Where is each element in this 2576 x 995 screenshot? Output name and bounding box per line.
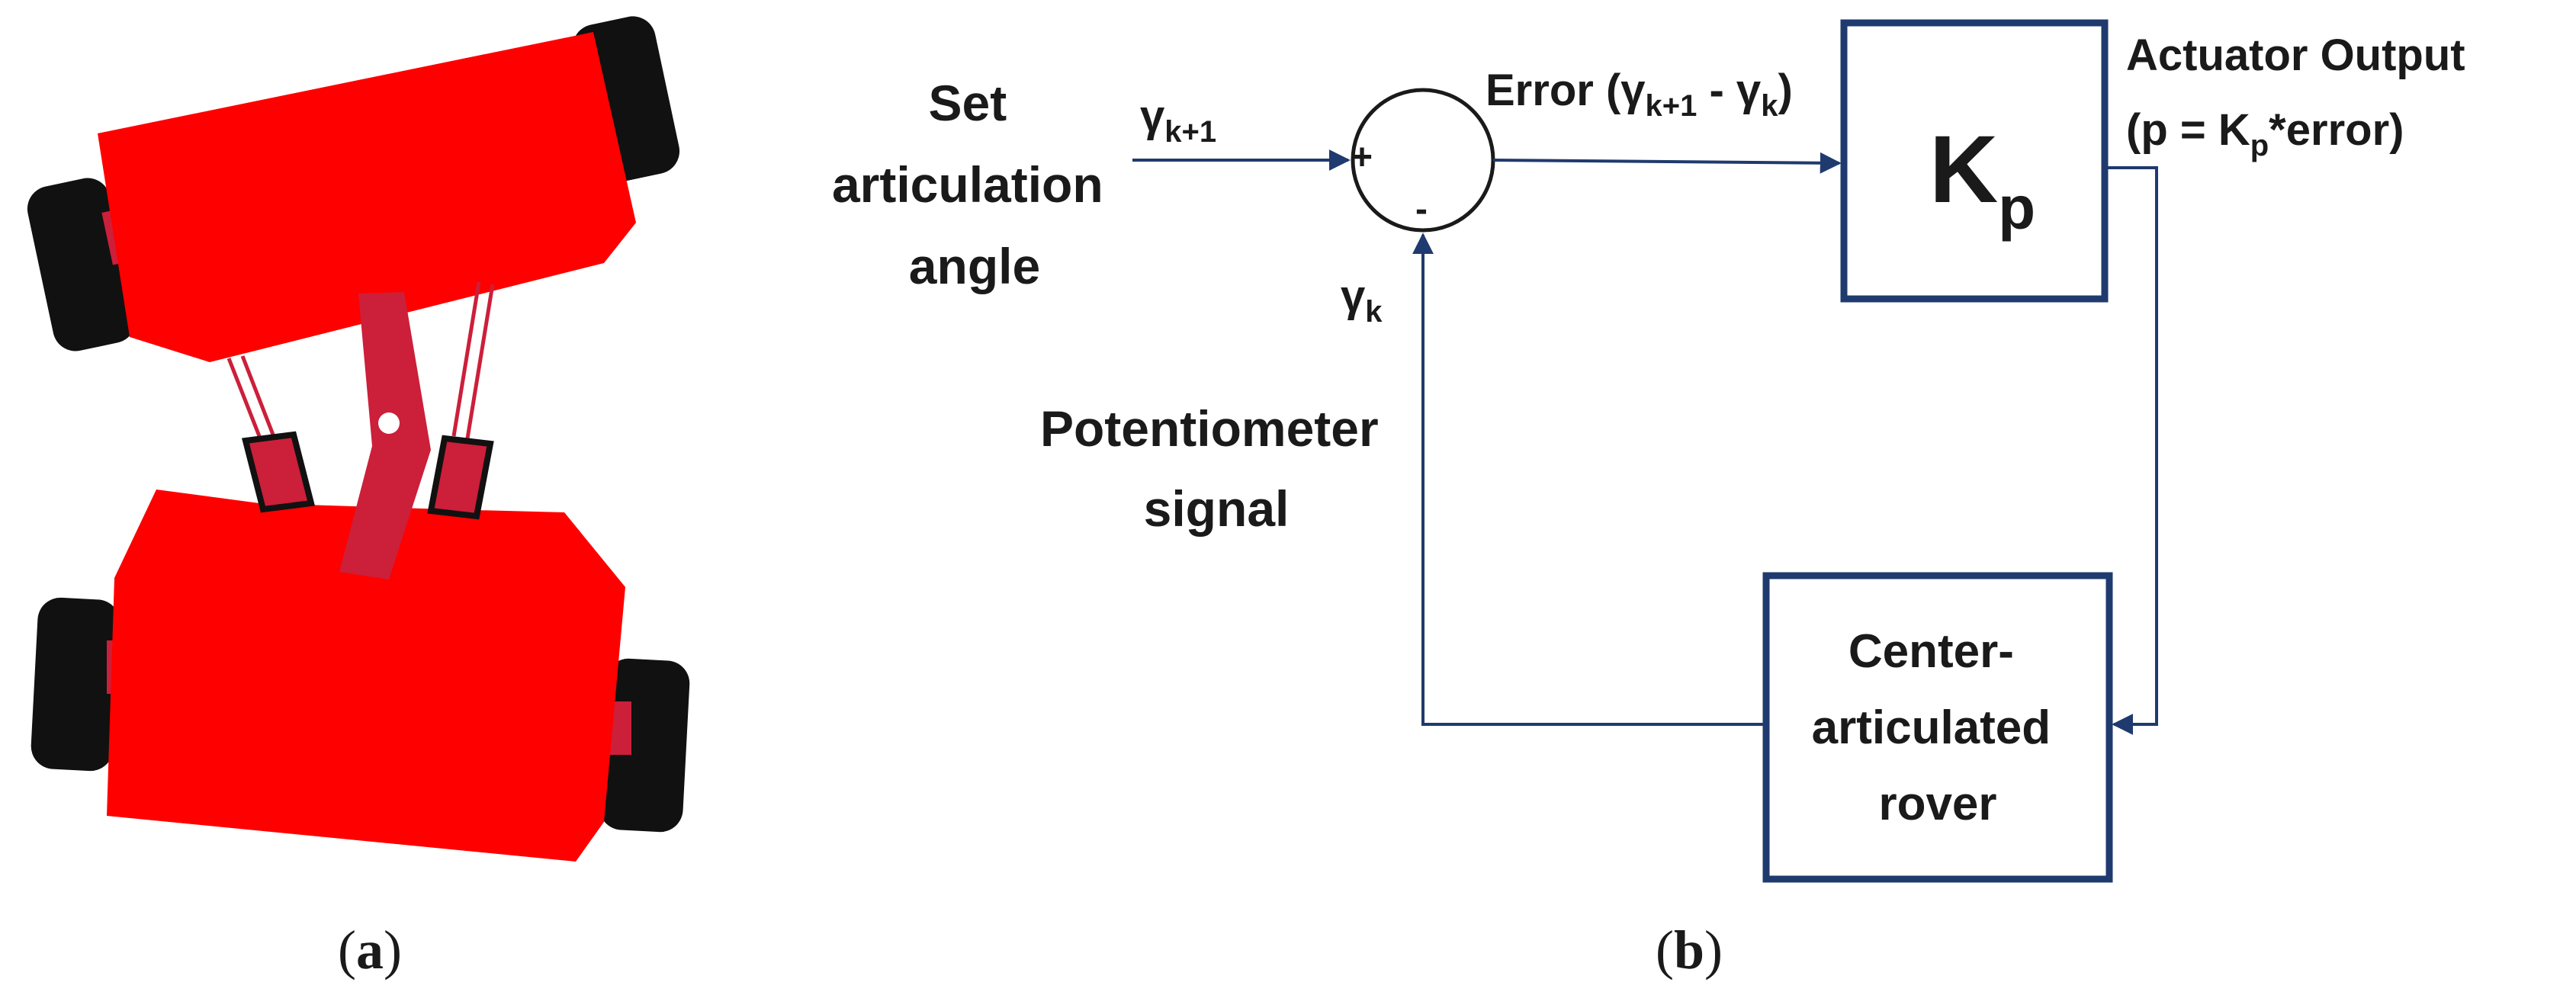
error-arrow <box>1492 152 1842 174</box>
caption-b: (b) <box>1656 920 1723 981</box>
summer-minus: - <box>1415 189 1428 229</box>
feedback-symbol: γk <box>1341 271 1383 329</box>
rear-body <box>107 489 625 862</box>
caption-a: (a) <box>338 920 402 981</box>
pivot-pin <box>378 412 400 434</box>
summer-plus: + <box>1351 137 1373 178</box>
plant-label: Center- articulated rover <box>1812 625 2064 830</box>
right-actuator <box>427 435 494 520</box>
setpoint-label: Set articulation angle <box>832 75 1117 294</box>
controller-block <box>1840 19 2109 303</box>
controller-gain: Kp <box>1929 117 2035 242</box>
rear-left-wheel <box>31 597 120 772</box>
actuator-output-label: Actuator Output <box>2126 30 2465 80</box>
error-label: Error (γk+1 - γk) <box>1486 66 1793 123</box>
rover-illustration <box>27 16 690 862</box>
input-symbol: γk+1 <box>1140 91 1216 149</box>
center-hinge-arm <box>339 292 431 579</box>
sensor-label: Potentiometer signal <box>1040 400 1392 537</box>
left-actuator <box>242 431 315 513</box>
feedback-line <box>1412 233 1766 726</box>
control-block-diagram: Set articulation angle γk+1 + - Error (γ… <box>832 19 2465 883</box>
linkage-rods <box>226 281 495 439</box>
actuator-output-line <box>2105 166 2158 735</box>
front-body <box>98 32 636 362</box>
actuator-formula: (p = Kp*error) <box>2126 105 2404 162</box>
plant-block <box>1762 572 2113 883</box>
